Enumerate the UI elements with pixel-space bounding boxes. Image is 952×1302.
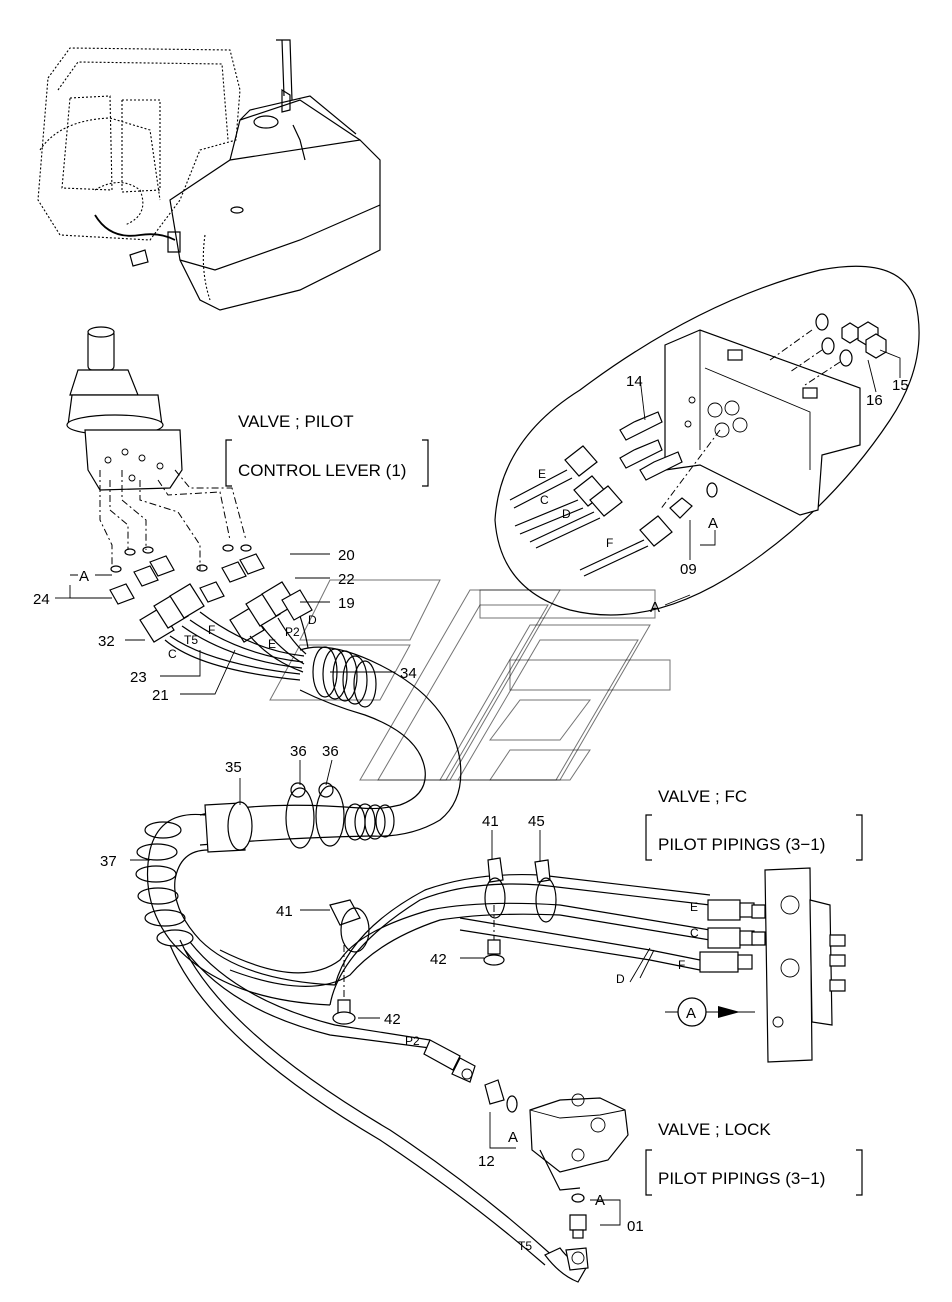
letter-p2-pilot: P2 [285, 625, 300, 639]
watermark-logo [269, 579, 671, 781]
letter-a-view-marker: A [686, 1005, 696, 1022]
part-number-15: 15 [892, 377, 909, 394]
part-number-32: 32 [98, 633, 115, 650]
callout-valve-fc-subtitle: PILOT PIPINGS (3−1) [658, 835, 825, 854]
letter-e-fc: E [690, 900, 698, 914]
part-number-36-first: 36 [290, 743, 307, 760]
part-number-labels: 24 32 23 21 20 22 19 34 35 36 36 37 41 4… [33, 373, 909, 1235]
part-number-16: 16 [866, 392, 883, 409]
detail-a-view [494, 265, 920, 616]
letter-d-detail: D [562, 507, 571, 521]
letter-a-lock-bottom: A [595, 1192, 605, 1209]
lock-valve [484, 1079, 629, 1239]
line-letter-labels: A C T5 F E P2 D E C D F A A E C F D P2 A… [79, 467, 718, 1253]
part-number-42-upper: 42 [430, 951, 447, 968]
letter-p2-mid: P2 [405, 1034, 420, 1048]
leader-lines [55, 349, 901, 1226]
callout-valve-lock-subtitle: PILOT PIPINGS (3−1) [658, 1169, 825, 1188]
part-number-01: 01 [627, 1218, 644, 1235]
letter-a-detail: A [708, 515, 718, 532]
pilot-fittings [109, 544, 313, 643]
excavator-illustration [37, 39, 381, 311]
clamps [329, 857, 557, 1025]
part-number-41-left: 41 [276, 903, 293, 920]
letter-f-pilot: F [208, 623, 215, 637]
part-number-35: 35 [225, 759, 242, 776]
part-number-41-right: 41 [482, 813, 499, 830]
letter-c-fc: C [690, 926, 699, 940]
pilot-hoses [164, 611, 309, 681]
callout-valve-fc-title: VALVE ; FC [658, 787, 747, 806]
letter-e-pilot: E [268, 637, 276, 651]
part-number-45: 45 [528, 813, 545, 830]
letter-c-detail: C [540, 493, 549, 507]
part-number-09: 09 [680, 561, 697, 578]
part-number-24: 24 [33, 591, 50, 608]
letter-t5-pilot: T5 [184, 633, 198, 647]
fc-valve [751, 867, 846, 1063]
pilot-valve-control-lever [66, 326, 183, 491]
part-number-20: 20 [338, 547, 355, 564]
part-number-34: 34 [400, 665, 417, 682]
part-number-37: 37 [100, 853, 117, 870]
part-number-22: 22 [338, 571, 355, 588]
pilot-port-guides [99, 469, 247, 570]
letter-d-fc: D [616, 972, 625, 986]
callout-valve-pilot-subtitle: CONTROL LEVER (1) [238, 461, 406, 480]
letter-f-fc: F [678, 958, 685, 972]
letter-a-detail-label: A [650, 599, 660, 616]
letter-a-pilot: A [79, 568, 89, 585]
letter-a-lock-top: A [508, 1129, 518, 1146]
letter-e-detail: E [538, 467, 546, 481]
part-number-42-lower: 42 [384, 1011, 401, 1028]
part-number-36-second: 36 [322, 743, 339, 760]
callout-valve-pilot-title: VALVE ; PILOT [238, 412, 354, 431]
part-number-23: 23 [130, 669, 147, 686]
letter-t5-bottom: T5 [518, 1239, 532, 1253]
part-number-14: 14 [626, 373, 643, 390]
part-number-12: 12 [478, 1153, 495, 1170]
callout-text: VALVE ; PILOT CONTROL LEVER (1) VALVE ; … [238, 412, 825, 1188]
view-a-marker [677, 997, 707, 1027]
callout-valve-lock-title: VALVE ; LOCK [658, 1120, 771, 1139]
part-number-21: 21 [152, 687, 169, 704]
letter-d-pilot: D [308, 613, 317, 627]
letter-c-pilot: C [168, 647, 177, 661]
callout-brackets [225, 439, 863, 1196]
letter-f-detail: F [606, 536, 613, 550]
part-number-19: 19 [338, 595, 355, 612]
